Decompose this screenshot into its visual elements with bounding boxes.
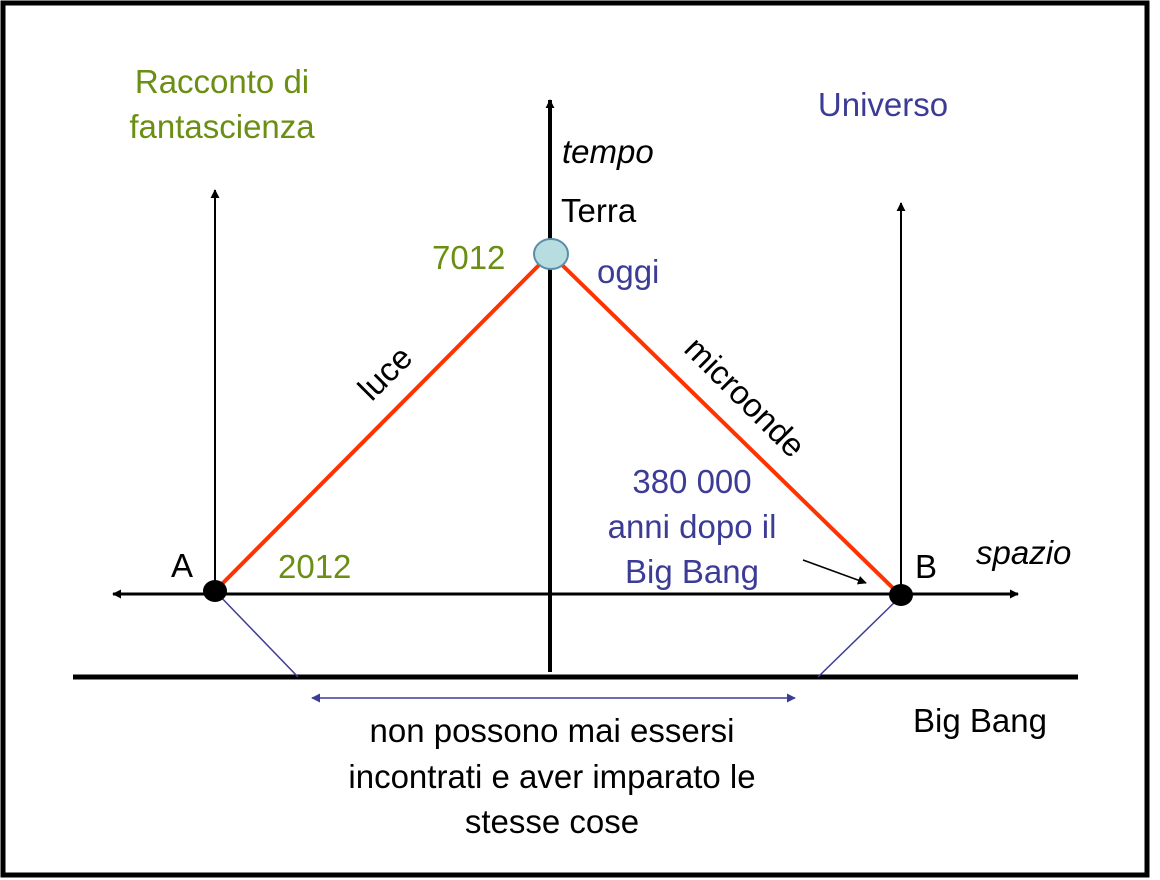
earth-label: Terra <box>561 192 637 229</box>
light-path-left <box>214 258 546 592</box>
light-path-right <box>555 258 900 595</box>
connector-b <box>817 596 901 678</box>
point-a-label: A <box>171 547 193 584</box>
earth-circle-icon <box>533 238 569 270</box>
footnote-line2: incontrati e aver imparato le <box>348 758 755 795</box>
footnote-line3: stesse cose <box>465 803 639 840</box>
left-title-line2: fantascienza <box>129 108 315 145</box>
time-axis-label: tempo <box>562 133 654 170</box>
b-note-line3: Big Bang <box>625 553 759 590</box>
big-bang-label: Big Bang <box>913 702 1047 739</box>
space-axis-label: spazio <box>976 534 1071 571</box>
connector-a <box>215 591 299 678</box>
b-note-line2: anni dopo il <box>608 508 777 545</box>
point-a-date: 2012 <box>278 548 351 585</box>
b-pointer-arrow <box>802 559 867 585</box>
b-note-line1: 380 000 <box>632 463 751 500</box>
left-title-line1: Racconto di <box>135 63 309 100</box>
earth-date-left: 7012 <box>432 239 505 276</box>
footnote-line1: non possono mai essersi <box>369 712 734 749</box>
point-b <box>889 584 913 606</box>
point-a <box>203 580 227 602</box>
earth-date-right: oggi <box>597 253 659 290</box>
right-title: Universo <box>818 86 948 123</box>
point-b-label: B <box>915 548 937 585</box>
